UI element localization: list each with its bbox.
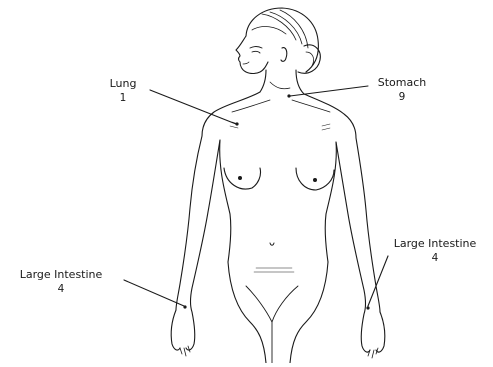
large-intestine-right-label-name: Large Intestine (394, 237, 477, 250)
neck (260, 70, 304, 94)
large-intestine-left-point-marker (183, 305, 186, 308)
stomach-label-number: 9 (362, 90, 442, 104)
face (236, 36, 287, 74)
large-intestine-left-label: Large Intestine 4 (2, 268, 120, 296)
large-intestine-left-pointer (124, 280, 187, 309)
large-intestine-left-label-number: 4 (2, 282, 120, 296)
torso (202, 92, 356, 363)
lung-label-number: 1 (98, 91, 148, 105)
lung-pointer (150, 90, 239, 126)
large-intestine-right-point-marker (366, 306, 369, 309)
right-arm (336, 138, 385, 358)
large-intestine-left-label-name: Large Intestine (20, 268, 103, 281)
lung-point-marker (235, 122, 238, 125)
large-intestine-right-label-number: 4 (382, 251, 488, 265)
large-intestine-right-label: Large Intestine 4 (382, 237, 488, 265)
stomach-point-marker (287, 94, 290, 97)
stomach-label-name: Stomach (378, 76, 427, 89)
lung-label-name: Lung (110, 77, 137, 90)
stomach-label: Stomach 9 (362, 76, 442, 104)
hair (246, 8, 320, 73)
lung-label: Lung 1 (98, 77, 148, 105)
left-arm (171, 136, 220, 356)
